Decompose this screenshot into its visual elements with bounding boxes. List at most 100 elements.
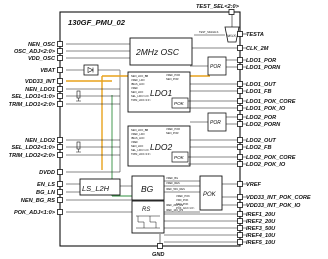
left-pin: OSC_ADJ<2:0> <box>14 48 63 55</box>
left-pin-label: VBAT <box>40 68 55 74</box>
right-pin: LDO1_FB <box>237 88 272 95</box>
right-pin: VDD33_INT_POK_CORE <box>237 194 311 201</box>
left-pin: EN_LS <box>37 181 63 188</box>
right-pin-pad <box>237 181 243 187</box>
svg-text:NEN_LDO_BB: NEN_LDO_BB <box>131 128 148 132</box>
right-pin-pad <box>237 105 243 111</box>
right-pin-pad <box>237 114 243 120</box>
right-pin: IREF3_50U <box>237 225 276 232</box>
right-pin: LDO2_POK_IO <box>237 161 286 168</box>
vbat-switch <box>83 64 99 76</box>
right-pin: VREF <box>237 181 262 188</box>
right-pin-pad <box>237 211 243 217</box>
left-pin-pad <box>57 93 63 99</box>
svg-text:POK: POK <box>203 192 217 198</box>
right-pin-pad <box>237 64 243 70</box>
right-pin: TESTA <box>237 31 264 38</box>
svg-text:2MHz OSC: 2MHz OSC <box>135 47 180 57</box>
right-pin-label: LDO2_POR <box>246 115 276 121</box>
right-pin: LDO2_FB <box>237 144 272 151</box>
svg-text:IBIAS_LDO: IBIAS_LDO <box>131 82 144 86</box>
left-pin-column: NEN_OSCOSC_ADJ<2:0>VDD_OSCVBATVDD33_INTN… <box>9 41 63 216</box>
svg-text:POK_ADJ<1:0>: POK_ADJ<1:0> <box>176 206 195 210</box>
pok-bottom-block: POK VREF_POK VDD_POK NEN_POK POK_ADJ<1:0… <box>176 175 247 211</box>
right-pin-pad <box>237 144 243 150</box>
right-pin-label: CLK_2M <box>246 46 269 52</box>
right-pin-pad <box>237 202 243 208</box>
left-pin-pad <box>57 189 63 195</box>
svg-text:NEN_POR: NEN_POR <box>166 131 179 135</box>
svg-text:VREF_LDO: VREF_LDO <box>131 78 145 82</box>
left-pin-label: TRIM_LDO2<2:0> <box>9 153 56 159</box>
svg-text:VREF: VREF <box>131 86 138 90</box>
left-pin-pad <box>57 144 63 150</box>
left-pin: TRIM_LDO1<2:0> <box>9 101 63 108</box>
ldo1-input-resistor <box>66 88 120 105</box>
pin-gnd: GND <box>152 234 164 258</box>
left-pin-label: VDD_OSC <box>28 56 56 62</box>
svg-text:VREF_RES: VREF_RES <box>166 181 180 185</box>
svg-text:BG: BG <box>141 184 154 194</box>
right-pin-pad <box>237 81 243 87</box>
right-pin-pad <box>237 98 243 104</box>
right-pin: LDO1_OUT <box>237 81 276 88</box>
left-pin: NEN_LDO2 <box>25 137 63 144</box>
right-pin-label: LDO1_POK_CORE <box>246 99 296 105</box>
svg-text:NEN_LDO_BB: NEN_LDO_BB <box>131 74 148 78</box>
svg-text:NEN_LDO: NEN_LDO <box>131 144 143 148</box>
left-pin-label: NEN_LDO2 <box>25 138 56 144</box>
right-pin-column: TESTACLK_2MLDO1_PORLDO1_PORNLDO1_OUTLDO1… <box>237 31 311 246</box>
left-pin-pad <box>57 209 63 215</box>
right-pin: IREF4_10U <box>237 232 276 239</box>
right-pin: LDO2_PORN <box>237 121 281 128</box>
left-pin: NEN_OSC <box>28 41 63 48</box>
ldo2-input-resistor <box>66 139 120 156</box>
right-pin: IREF1_20U <box>237 211 276 218</box>
left-pin-label: SEL_LDO2<1:0> <box>11 145 55 151</box>
right-pin-label: IREF2_20U <box>246 219 276 225</box>
right-pin-pad <box>237 232 243 238</box>
left-pin-pad <box>57 55 63 61</box>
right-pin: LDO2_POR <box>237 114 276 121</box>
left-pin: SEL_LDO2<1:0> <box>11 144 63 151</box>
left-pin-pad <box>57 41 63 47</box>
right-pin-label: IREF4_10U <box>246 233 276 239</box>
left-pin-pad <box>57 48 63 54</box>
right-pin-label: IREF1_20U <box>246 212 276 218</box>
svg-text:NEN_POK: NEN_POK <box>176 202 189 206</box>
right-pin-label: LDO2_POK_CORE <box>246 155 296 161</box>
left-pin: SEL_LDO1<1:0> <box>11 93 63 100</box>
left-pin-pad <box>57 86 63 92</box>
left-pin-pad <box>57 67 63 73</box>
svg-text:TEST_SEL<2:0>: TEST_SEL<2:0> <box>196 4 240 10</box>
right-pin: LDO2_OUT <box>237 137 276 144</box>
svg-text:POK: POK <box>174 155 185 160</box>
left-pin-pad <box>57 101 63 107</box>
svg-text:VDD_POK: VDD_POK <box>176 198 189 202</box>
right-pin-label: LDO2_POK_IO <box>246 162 286 168</box>
right-pin-pad <box>237 161 243 167</box>
left-pin-label: DVDD <box>39 170 55 176</box>
right-pin-label: IREF3_50U <box>246 226 276 232</box>
right-pin: LDO1_POK_IO <box>237 105 286 112</box>
left-pin: TRIM_LDO2<2:0> <box>9 152 63 159</box>
svg-text:LS_L2H: LS_L2H <box>82 184 110 193</box>
right-pin-label: IREF5_10U <box>246 240 276 246</box>
right-pin-label: LDO1_PORN <box>246 65 281 71</box>
left-pin-pad <box>57 181 63 187</box>
left-pin-pad <box>57 78 63 84</box>
right-pin-pad <box>237 218 243 224</box>
ldo2-block: LDO2 NEN_LDO_BB VREF_LDO IBIAS_LDO VREF … <box>127 125 191 167</box>
right-pin-label: LDO1_POR <box>246 58 276 64</box>
right-pin-pad <box>237 239 243 245</box>
left-pin-pad <box>57 152 63 158</box>
left-pin: VDD_OSC <box>28 55 63 62</box>
left-pin: POK_ADJ<1:0> <box>14 209 63 216</box>
left-pin-label: BG_LN <box>36 190 56 196</box>
right-pin-label: LDO1_OUT <box>246 82 276 88</box>
svg-text:LDO2: LDO2 <box>150 142 172 152</box>
svg-text:VREF_POR: VREF_POR <box>166 73 180 77</box>
right-pin-label: VDD33_INT_POK_IO <box>246 203 301 209</box>
svg-text:IREF_10U_RS: IREF_10U_RS <box>166 208 183 212</box>
